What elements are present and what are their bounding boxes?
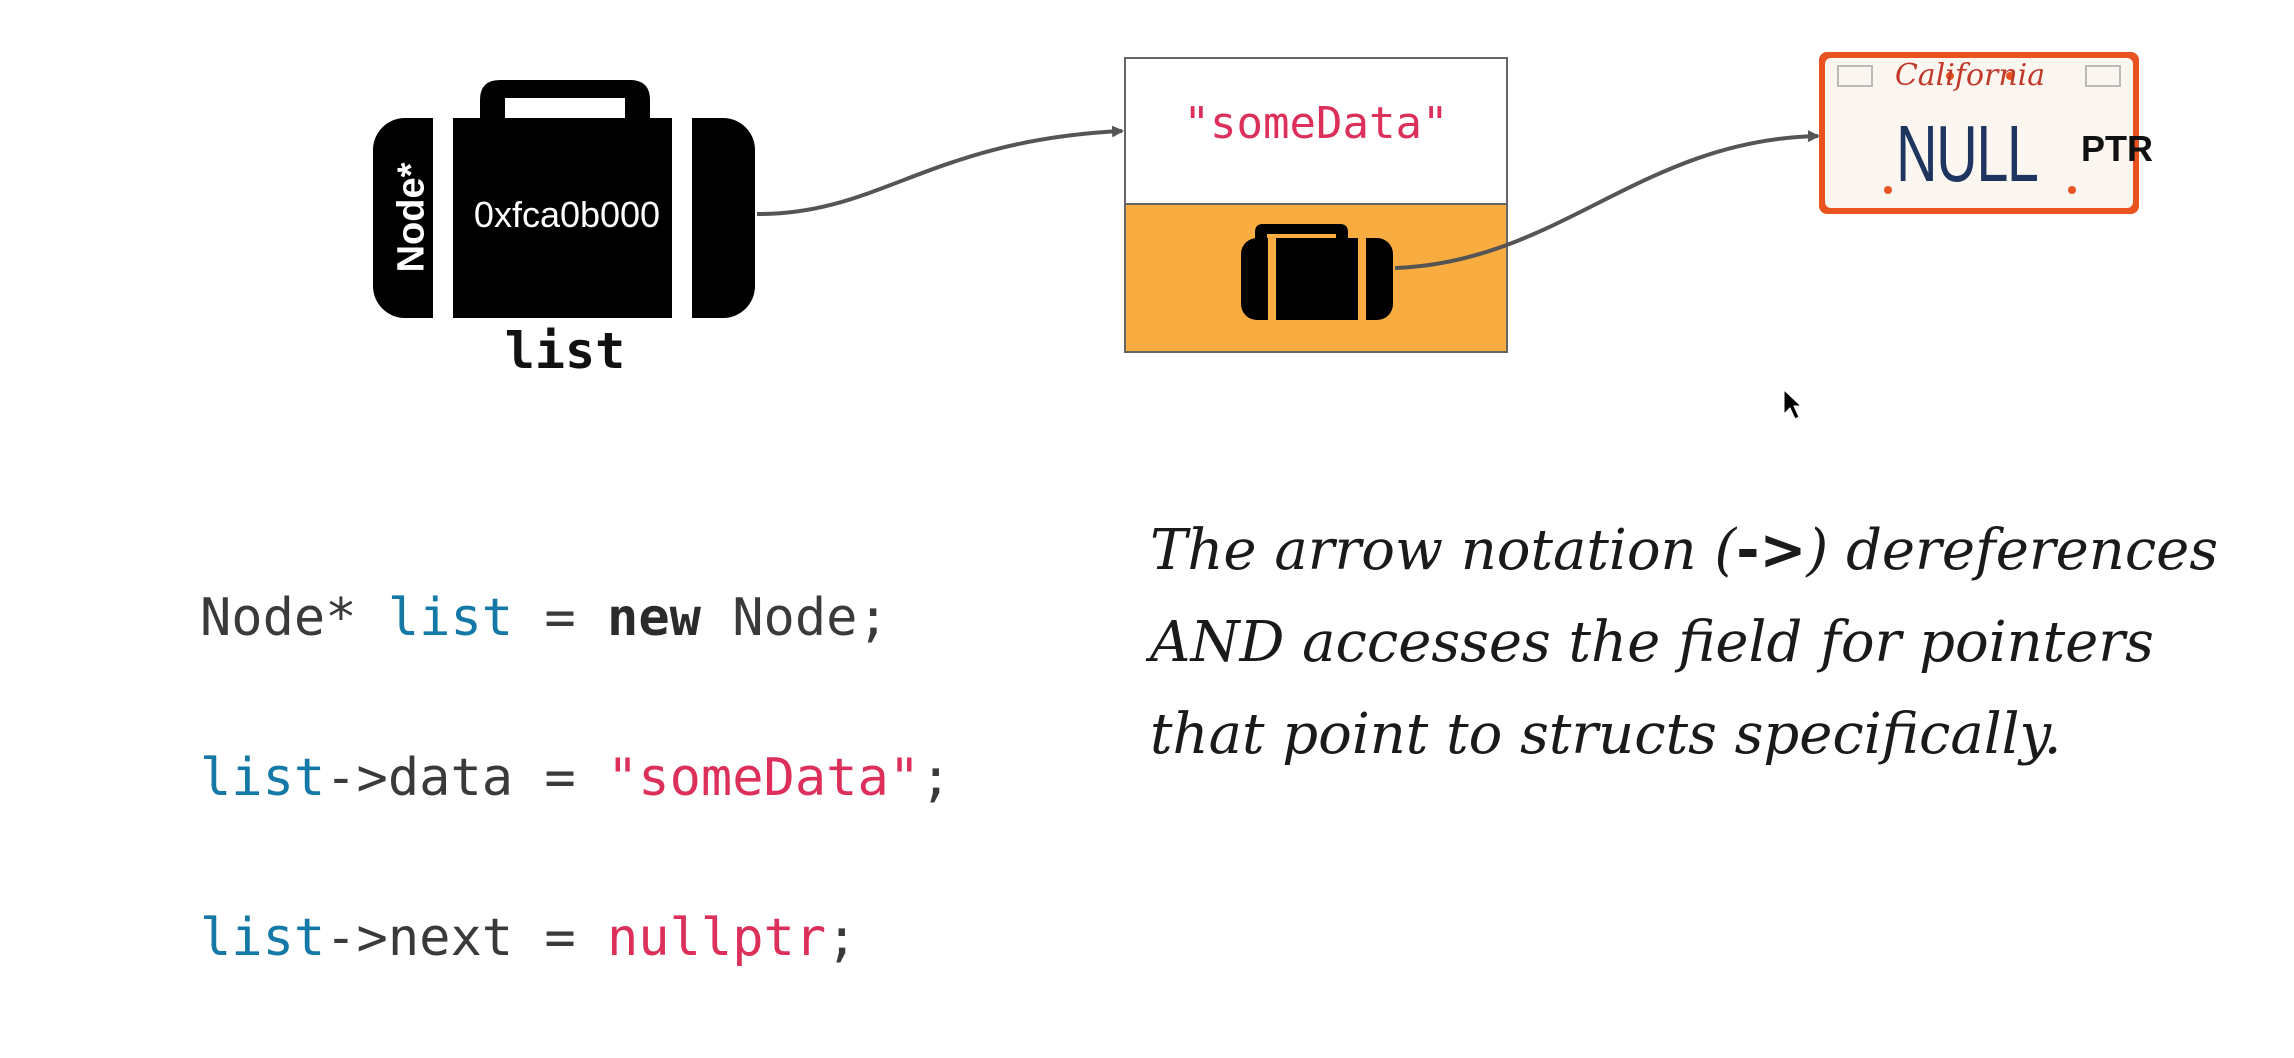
code-type: Node* bbox=[200, 588, 357, 648]
pointer-variable-name: list bbox=[504, 322, 626, 380]
explanation-note: The arrow notation (->) dereferences AND… bbox=[1150, 505, 2280, 781]
pointer-suitcase-icon bbox=[373, 80, 755, 318]
null-license-plate-icon bbox=[1819, 52, 2139, 214]
code-end: ; bbox=[920, 748, 952, 808]
next-pointer-suitcase-icon bbox=[1241, 224, 1393, 320]
plate-ptr-text: PTR bbox=[2081, 128, 2153, 169]
mouse-cursor-icon bbox=[1783, 388, 1803, 420]
code-variable: list bbox=[200, 748, 326, 808]
pointer-type-label: Node* bbox=[390, 162, 433, 273]
code-operator: = bbox=[513, 588, 608, 648]
code-string: "someData" bbox=[607, 748, 921, 808]
code-line-1: Node* list = new Node; bbox=[200, 578, 951, 658]
code-nullptr: nullptr bbox=[607, 908, 827, 968]
node-data-value: "someData" bbox=[1183, 98, 1449, 149]
arrow-next-to-null bbox=[1394, 130, 1820, 270]
code-line-2: list->data = "someData"; bbox=[200, 738, 951, 818]
code-variable: list bbox=[200, 908, 326, 968]
note-text-part2: ) dereferences AND accesses the field fo… bbox=[1150, 518, 2219, 767]
arrow-list-to-node bbox=[756, 125, 1124, 217]
note-text-part1: The arrow notation ( bbox=[1150, 518, 1737, 583]
diagram-canvas bbox=[373, 52, 2139, 420]
code-rest: ->next = bbox=[325, 908, 607, 968]
code-line-3: list->next = nullptr; bbox=[200, 898, 951, 978]
plate-state-text: California bbox=[1894, 58, 2046, 93]
code-keyword: new bbox=[607, 588, 701, 648]
code-rest: Node; bbox=[700, 588, 889, 648]
code-block: Node* list = new Node; list->data = "som… bbox=[200, 498, 951, 1058]
pointer-address: 0xfca0b000 bbox=[473, 194, 661, 235]
code-variable: list bbox=[387, 588, 514, 648]
code-rest: ->data = bbox=[325, 748, 607, 808]
note-arrow-symbol: -> bbox=[1736, 518, 1807, 583]
code-end: ; bbox=[826, 908, 858, 968]
plate-null-text: NULL bbox=[1896, 109, 2039, 198]
